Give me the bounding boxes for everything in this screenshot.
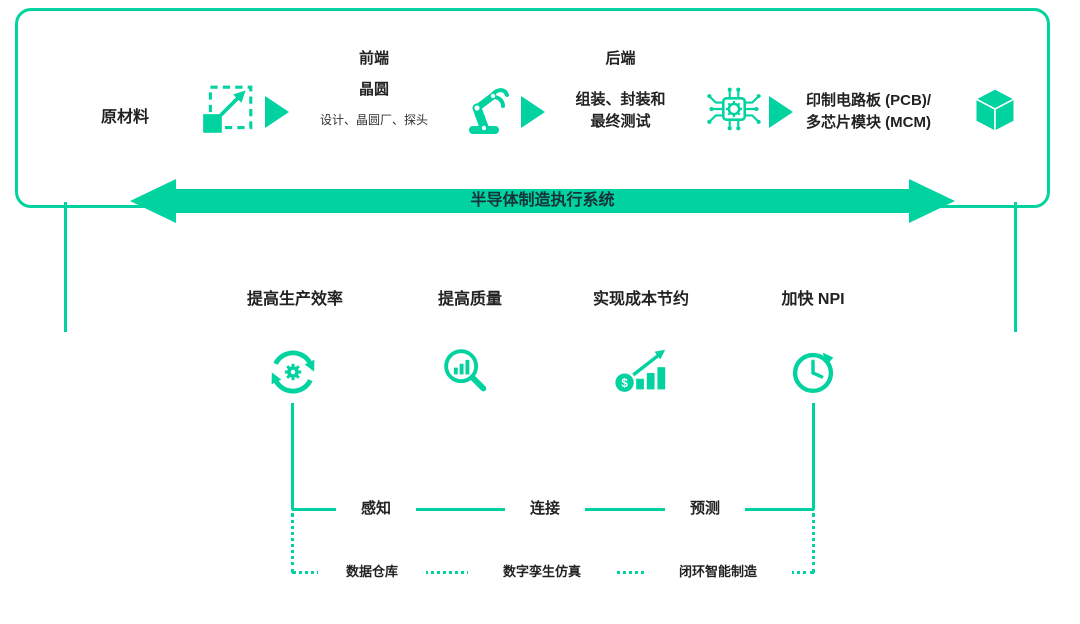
pcb-line2: 多芯片模块 (MCM) (806, 114, 931, 131)
right-connector-line (812, 403, 815, 510)
left-connector-line (291, 403, 294, 510)
benefit-label-cost-savings: 实现成本节约 (592, 291, 689, 308)
capability-connect: 连接 (505, 499, 585, 518)
robot-arm-icon (456, 82, 512, 138)
raw-material-label: 原材料 (100, 109, 149, 126)
capability-sense: 感知 (336, 499, 416, 518)
smart-chip-icon (704, 79, 764, 139)
foundation-closed-loop: 闭环智能制造 (644, 563, 792, 580)
magnifier-chart-icon (436, 343, 494, 401)
benefit-label-quality: 提高质量 (437, 291, 502, 308)
clock-arrow-icon (784, 343, 842, 401)
cost-savings-icon: $ (612, 343, 670, 401)
flow-arrow-icon (521, 96, 545, 128)
pcb-output: 印制电路板 (PCB)/ 多芯片模块 (MCM) (806, 90, 974, 134)
backend-stage-label: 后端 (605, 50, 636, 67)
flow-arrow-icon (769, 96, 793, 128)
mes-double-arrow (130, 179, 955, 223)
frontend-caption: 设计、晶圆厂、探头 (319, 113, 428, 127)
right-dotted-line (812, 513, 815, 573)
foundation-data-warehouse: 数据仓库 (318, 563, 426, 580)
backend-line1: 组装、封装和 (575, 91, 666, 108)
backend-stage: 后端 组装、封装和 最终测试 (553, 49, 688, 131)
foundation-digital-twin: 数字孪生仿真 (468, 563, 616, 580)
wafer-design-icon (199, 81, 257, 139)
cycle-gear-icon (264, 343, 322, 401)
frontend-stage-label: 前端 (358, 50, 389, 67)
wafer-label: 晶圆 (358, 81, 389, 98)
left-dotted-line (291, 513, 294, 573)
benefit-label-productivity: 提高生产效率 (246, 291, 343, 308)
cube-icon (968, 84, 1022, 138)
svg-text:$: $ (621, 377, 628, 390)
benefit-label-npi: 加快 NPI (781, 291, 845, 308)
capability-predict: 预测 (665, 499, 745, 518)
pcb-line1: 印制电路板 (PCB)/ (806, 92, 931, 109)
flow-arrow-icon (265, 96, 289, 128)
left-drop-line (64, 202, 67, 332)
frontend-stage: 前端 晶圆 设计、晶圆厂、探头 (308, 49, 440, 128)
mes-banner-label: 半导体制造执行系统 (470, 192, 615, 209)
backend-line2: 最终测试 (590, 113, 651, 130)
right-drop-line (1014, 202, 1017, 332)
